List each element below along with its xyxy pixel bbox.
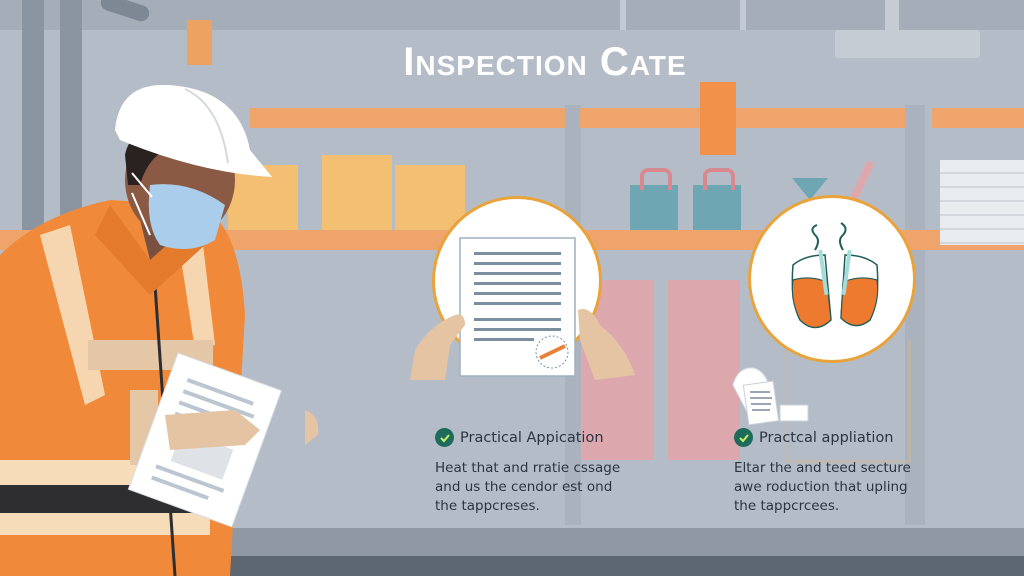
collar <box>95 205 205 295</box>
face-mask <box>148 184 225 249</box>
hand-right <box>578 309 635 380</box>
hand-left <box>410 314 465 380</box>
feature-card: Practical Appication Heat that and rrati… <box>435 428 635 516</box>
stacked-papers <box>940 160 1024 245</box>
scroll-document-icon <box>732 367 809 426</box>
stand <box>785 340 911 463</box>
page-title: Inspection Cate <box>403 40 687 84</box>
gloves-circle <box>748 195 916 363</box>
storage-bag-handle <box>640 168 672 190</box>
pink-panel <box>668 280 740 460</box>
feature-title: Practical Appication <box>460 429 604 446</box>
feature-description: Eltar the and teed secture awe roduction… <box>734 460 911 514</box>
feature-description: Heat that and rratie cssage and us the c… <box>435 460 621 514</box>
floor-base <box>0 556 1024 576</box>
feature-card: Practcal appliation Eltar the and teed s… <box>734 428 934 516</box>
hanging-sign <box>700 82 736 155</box>
hand <box>165 410 260 450</box>
worker-illustration <box>0 85 319 576</box>
shelf-top <box>932 108 1024 128</box>
check-circle-icon <box>435 428 454 447</box>
pink-tool <box>849 160 875 202</box>
ceiling-lamp <box>740 0 746 30</box>
funnel <box>792 178 828 200</box>
ceiling-lamp <box>620 0 626 30</box>
storage-bag <box>693 185 741 230</box>
ceiling-lamp <box>885 0 899 35</box>
feature-heading: Practical Appication <box>435 428 635 447</box>
feature-heading: Practcal appliation <box>734 428 934 447</box>
storage-box <box>322 155 392 230</box>
safety-gloves-icon <box>791 222 879 329</box>
storage-bag-handle <box>703 168 735 190</box>
shelf-post <box>187 20 212 65</box>
shelf-top <box>580 108 905 128</box>
hard-hat <box>115 85 272 177</box>
ceiling-lamp <box>835 30 980 58</box>
storage-bag <box>630 185 678 230</box>
ceiling <box>0 0 1024 30</box>
check-circle-icon <box>734 428 753 447</box>
feature-title: Practcal appliation <box>759 429 894 446</box>
hand <box>305 410 319 445</box>
reflective-band <box>0 513 210 535</box>
storage-box <box>395 165 465 230</box>
document-certificate-icon <box>410 237 635 380</box>
shelf-top <box>250 108 565 128</box>
